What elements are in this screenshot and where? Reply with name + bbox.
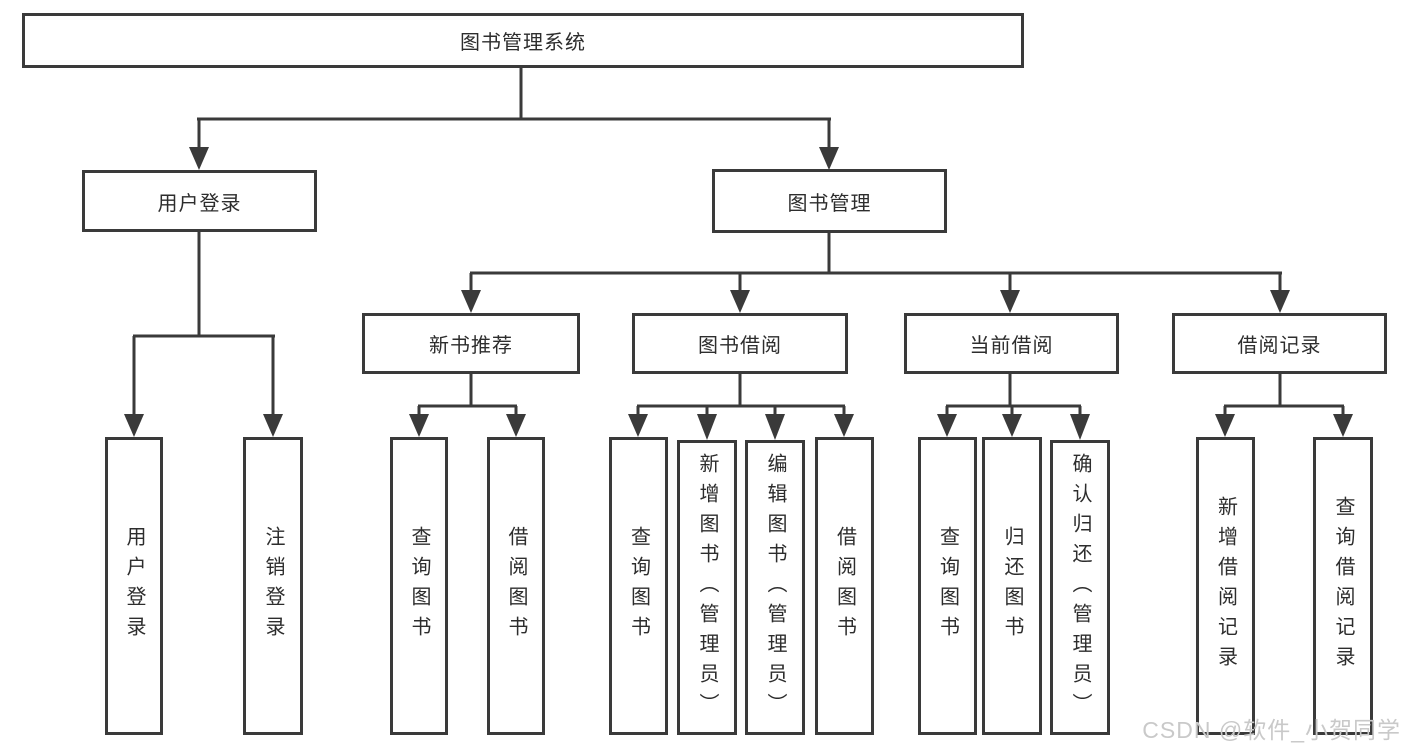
leaf-user-login: 用户登录 xyxy=(105,437,163,735)
leaf-current-return-books: 归还图书 xyxy=(982,437,1042,735)
leaf-logout: 注销登录 xyxy=(243,437,303,735)
leaf-borrow-borrow-books: 借阅图书 xyxy=(815,437,874,735)
leaf-borrow-query-books: 查询图书 xyxy=(609,437,668,735)
node-book-management: 图书管理 xyxy=(712,169,947,233)
leaf-current-confirm-return-admin: 确认归还（管理员） xyxy=(1050,440,1110,735)
leaf-recommend-query-books: 查询图书 xyxy=(390,437,448,735)
leaf-borrow-add-books-admin: 新增图书（管理员） xyxy=(677,440,737,735)
node-current-borrowing: 当前借阅 xyxy=(904,313,1119,374)
node-borrowing-records: 借阅记录 xyxy=(1172,313,1387,374)
node-library-system: 图书管理系统 xyxy=(22,13,1024,68)
watermark-text: CSDN @软件_小贺同学 xyxy=(1142,717,1401,743)
node-new-book-recommendation: 新书推荐 xyxy=(362,313,580,374)
leaf-recommend-borrow-books: 借阅图书 xyxy=(487,437,545,735)
leaf-records-add-record: 新增借阅记录 xyxy=(1196,437,1255,735)
node-user-login: 用户登录 xyxy=(82,170,317,232)
leaf-borrow-edit-books-admin: 编辑图书（管理员） xyxy=(745,440,805,735)
node-book-borrowing: 图书借阅 xyxy=(632,313,848,374)
leaf-records-query-record: 查询借阅记录 xyxy=(1313,437,1373,735)
leaf-current-query-books: 查询图书 xyxy=(918,437,977,735)
